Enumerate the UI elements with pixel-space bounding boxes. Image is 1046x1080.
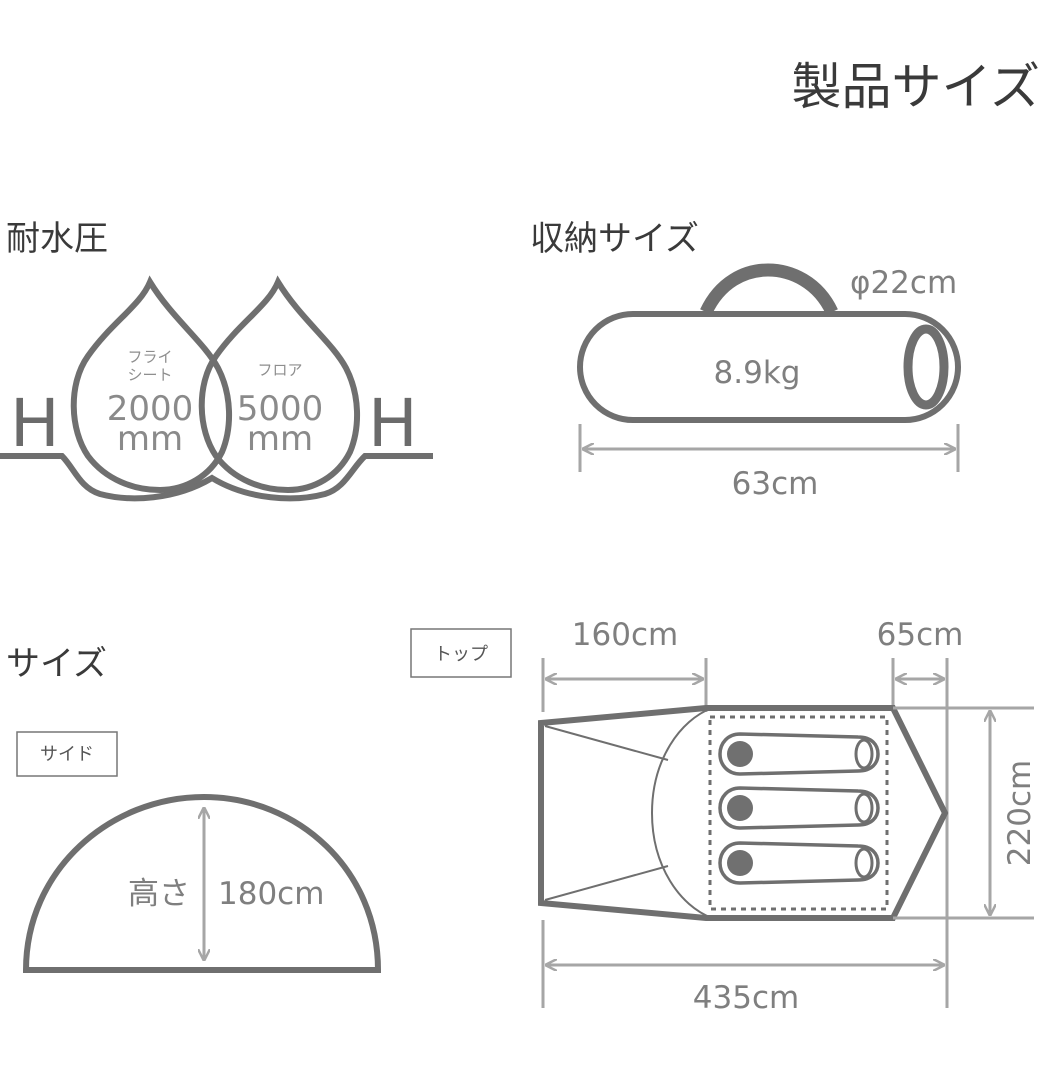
height-value: 180cm — [218, 876, 324, 912]
tent-top-outline — [538, 705, 949, 921]
sleeping-bag-icon — [718, 841, 880, 885]
water-resistance-section: 耐水圧 H H フライ シート 2000 mm フロア 5000 mm — [0, 219, 433, 502]
sleeping-bag-icon — [718, 732, 880, 776]
storage-diameter: φ22cm — [850, 265, 957, 301]
rear-length: 65cm — [877, 617, 964, 653]
fly-sheet-label-line2: シート — [127, 366, 172, 384]
tent-width: 220cm — [1002, 760, 1038, 866]
h-letter-right: H — [368, 385, 418, 462]
floor-value: 5000 — [237, 389, 324, 429]
fly-sheet-drop-icon — [70, 275, 232, 494]
water-resistance-heading: 耐水圧 — [6, 219, 108, 259]
vestibule-length: 160cm — [572, 617, 678, 653]
storage-bag-icon — [577, 311, 961, 423]
top-view-tag: トップ — [434, 644, 488, 665]
inner-tent-outline — [650, 707, 713, 919]
bag-end-cap — [903, 324, 949, 410]
size-section: サイズ サイド 高さ 180cm トップ 160cm 65cm — [6, 617, 1038, 1016]
bag-handle-icon — [700, 263, 838, 316]
floor-label: フロア — [257, 361, 302, 379]
page-title: 製品サイズ — [792, 58, 1041, 116]
side-view-tag-box — [16, 731, 118, 777]
sleeping-bag-icon — [718, 786, 880, 830]
vestibule-line-top — [544, 725, 669, 761]
vestibule-line-bottom — [544, 865, 669, 901]
sleeping-area — [708, 715, 889, 911]
height-label: 高さ — [128, 876, 190, 912]
floor-drop-icon — [198, 275, 360, 494]
side-view-tag: サイド — [40, 744, 94, 765]
top-view-tag-box — [410, 628, 512, 678]
size-heading: サイズ — [6, 644, 107, 684]
total-length: 435cm — [693, 980, 799, 1016]
storage-size-heading: 収納サイズ — [530, 219, 699, 259]
ground-line — [0, 453, 433, 502]
fly-sheet-value: 2000 — [107, 389, 194, 429]
fly-sheet-label-line1: フライ — [127, 348, 172, 366]
fly-sheet-unit: mm — [117, 419, 183, 459]
storage-length: 63cm — [732, 466, 819, 502]
storage-size-section: 収納サイズ φ22cm 8.9kg 63cm — [530, 219, 961, 502]
tent-side-profile — [22, 793, 382, 973]
storage-weight: 8.9kg — [714, 355, 801, 391]
floor-unit: mm — [247, 419, 313, 459]
h-letter-left: H — [10, 385, 60, 462]
